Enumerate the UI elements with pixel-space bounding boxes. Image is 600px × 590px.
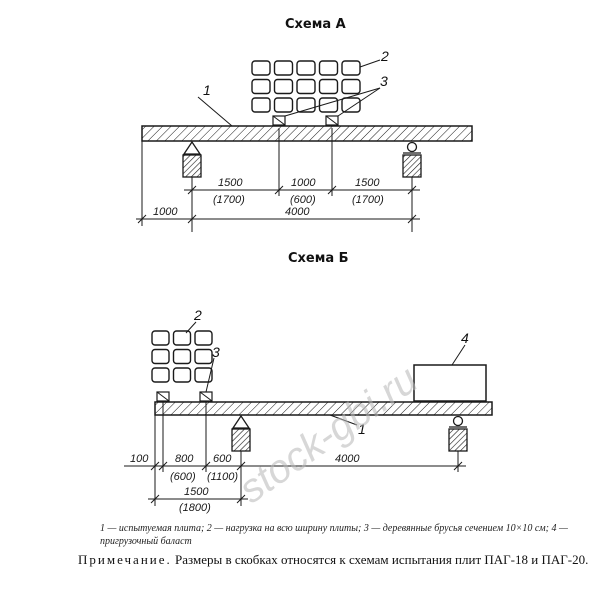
load-brick xyxy=(341,97,361,113)
load-brick xyxy=(172,348,192,365)
scheme-a-dim-overhang: 1000 xyxy=(153,206,178,218)
figure-legend: 1 — испытуемая плита; 2 — нагрузка на вс… xyxy=(100,523,568,547)
scheme-a-wooden-bars xyxy=(272,115,339,126)
load-brick xyxy=(273,60,294,76)
load-brick xyxy=(318,78,339,95)
note-text: Размеры в скобках относятся к схемам исп… xyxy=(175,552,589,567)
load-brick xyxy=(273,97,294,113)
scheme-a-dim-1-alt: (1700) xyxy=(213,194,245,206)
figure-note: Примечание. Размеры в скобках относятся … xyxy=(78,552,598,568)
scheme-a-dim-span: 4000 xyxy=(285,206,310,218)
load-brick xyxy=(318,60,339,76)
load-brick xyxy=(296,60,316,76)
load-brick xyxy=(172,367,192,383)
load-brick xyxy=(172,330,192,346)
scheme-a-load-block xyxy=(251,60,361,113)
scheme-b-dim-2-alt: (600) xyxy=(170,471,196,483)
scheme-b-label-bars: 3 xyxy=(212,344,220,360)
load-brick xyxy=(194,348,213,365)
scheme-b-plate xyxy=(154,401,493,416)
scheme-b-dim-3: 600 xyxy=(213,453,232,465)
scheme-b-title: Схема Б xyxy=(288,251,349,266)
scheme-b-support-left xyxy=(231,414,251,452)
scheme-b-dim-total-alt: (1800) xyxy=(179,502,211,514)
load-brick xyxy=(194,367,213,383)
scheme-a-plate xyxy=(141,125,473,142)
scheme-a-dim-1: 1500 xyxy=(218,177,243,189)
load-brick xyxy=(341,60,361,76)
scheme-a-support-left xyxy=(182,140,202,178)
scheme-a-dim-3: 1500 xyxy=(355,177,380,189)
load-brick xyxy=(251,60,271,76)
scheme-b-dim-3-alt: (1100) xyxy=(207,471,238,483)
scheme-b-load-block xyxy=(151,330,213,383)
scheme-b-label-plate: 1 xyxy=(358,421,366,437)
load-brick xyxy=(251,78,271,95)
load-brick xyxy=(341,78,361,95)
load-brick xyxy=(151,348,170,365)
load-brick xyxy=(151,330,170,346)
scheme-b-label-load: 2 xyxy=(193,307,202,323)
scheme-a-dimensions xyxy=(136,128,420,232)
scheme-b-support-right xyxy=(448,415,468,452)
scheme-a-dim-2: 1000 xyxy=(291,177,316,189)
load-brick xyxy=(273,78,294,95)
scheme-b-wooden-bars xyxy=(156,391,213,402)
load-brick xyxy=(151,367,170,383)
scheme-b-dim-2: 800 xyxy=(175,453,194,465)
scheme-b-leaders xyxy=(185,321,466,426)
scheme-b-dim-4: 4000 xyxy=(335,453,360,465)
scheme-b-dim-1: 100 xyxy=(130,453,149,465)
scheme-a-label-bars: 3 xyxy=(380,73,388,89)
scheme-b-dim-total: 1500 xyxy=(184,486,209,498)
scheme-b-label-ballast: 4 xyxy=(461,330,469,346)
scheme-a-label-plate: 1 xyxy=(203,82,211,98)
scheme-a-label-load: 2 xyxy=(380,48,389,64)
watermark-text: stock-gbi.ru xyxy=(231,357,426,512)
load-brick xyxy=(194,330,213,346)
scheme-b-ballast xyxy=(413,364,487,402)
scheme-a-title: Схема А xyxy=(285,17,346,32)
load-brick xyxy=(296,78,316,95)
scheme-a-leaders xyxy=(197,59,381,127)
scheme-a-dim-2-alt: (600) xyxy=(290,194,316,206)
load-brick xyxy=(251,97,271,113)
scheme-a-support-right xyxy=(402,141,422,178)
scheme-a-dim-3-alt: (1700) xyxy=(352,194,384,206)
scheme-b-dimensions xyxy=(124,402,466,506)
note-label: Примечание. xyxy=(78,552,172,567)
